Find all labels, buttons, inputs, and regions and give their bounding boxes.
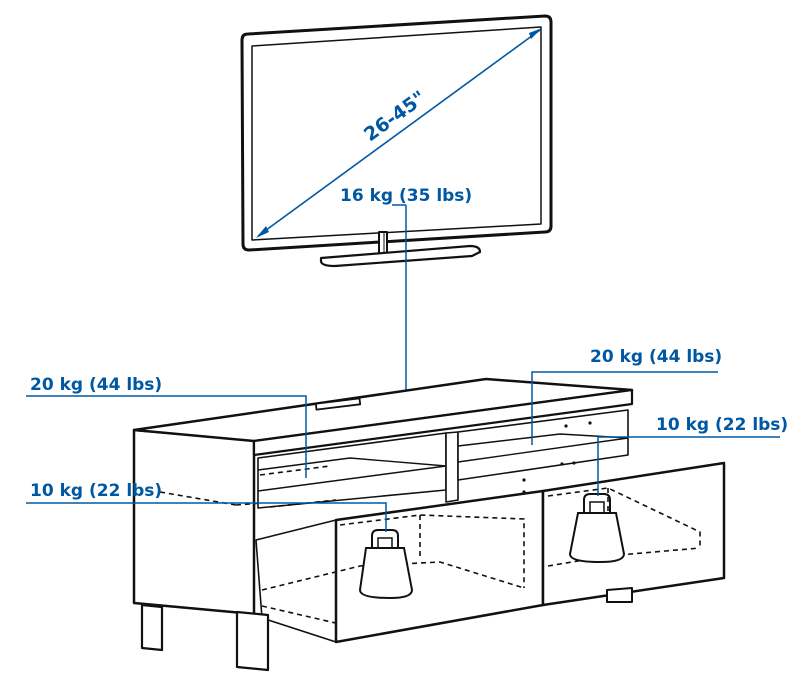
top-left-load-label: 20 kg (44 lbs)	[30, 375, 162, 395]
drawer-left-load-label: 10 kg (22 lbs)	[30, 481, 162, 501]
drawer-right-load-label: 10 kg (22 lbs)	[656, 415, 788, 435]
drawer-left-load-leader	[26, 502, 387, 532]
top-left-load-leader	[26, 395, 307, 478]
screen-size-arrow	[256, 28, 542, 238]
weight-icon-left	[358, 529, 414, 600]
top-right-load-leader	[531, 371, 718, 445]
tv-load-label: 16 kg (35 lbs)	[340, 186, 472, 206]
tv-bench-illustration	[132, 377, 726, 672]
drawer-right-load-leader	[597, 436, 780, 496]
weight-icon-right	[568, 493, 626, 564]
top-right-load-label: 20 kg (44 lbs)	[590, 347, 722, 367]
tv-illustration	[240, 14, 553, 268]
